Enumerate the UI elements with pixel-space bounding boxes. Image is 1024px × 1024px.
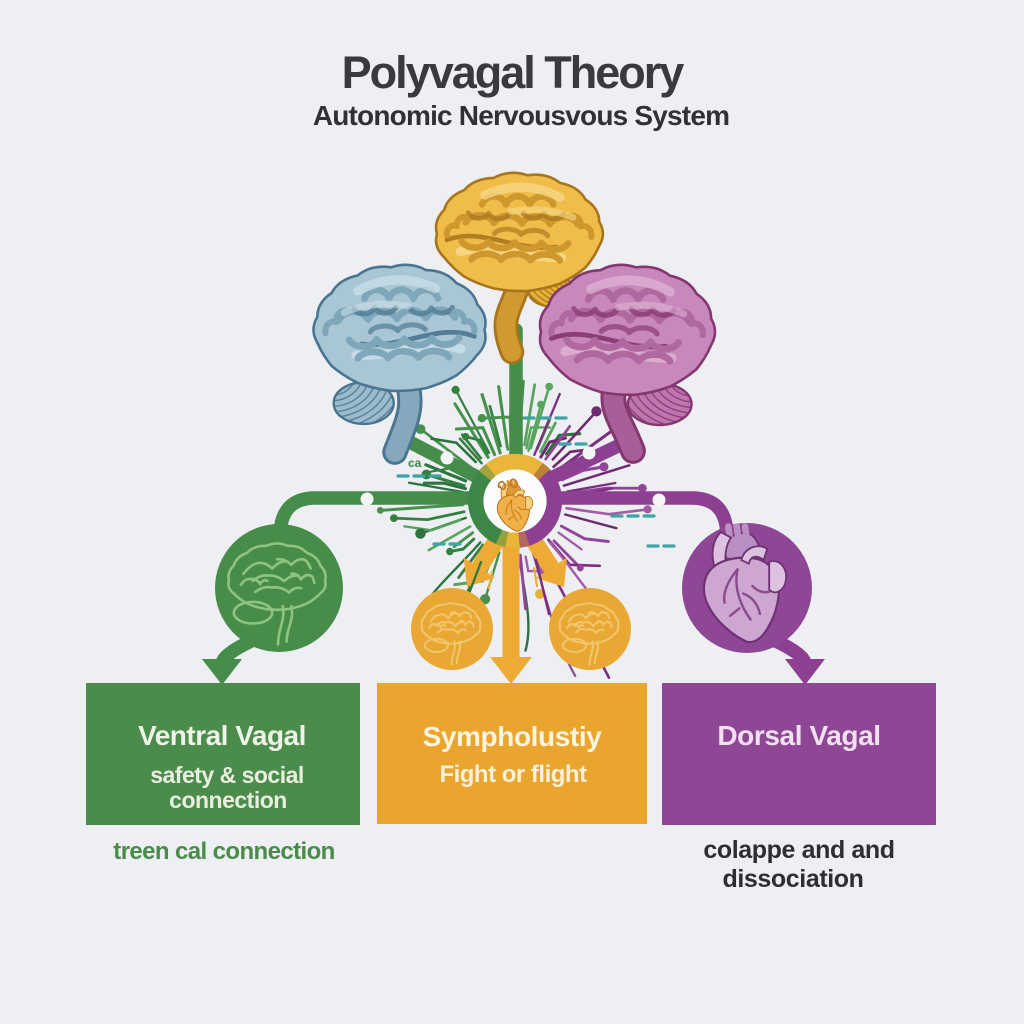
svg-text:ca: ca — [408, 456, 422, 470]
svg-text:colappe and and: colappe and and — [703, 836, 894, 864]
svg-text:safety & social: safety & social — [150, 762, 304, 788]
svg-text:connection: connection — [169, 787, 287, 813]
svg-text:Dorsal Vagal: Dorsal Vagal — [717, 720, 880, 751]
svg-text:Sympholustiy: Sympholustiy — [423, 721, 603, 752]
svg-text:Fight or flight: Fight or flight — [439, 761, 587, 788]
svg-text:Polyvagal Theory: Polyvagal Theory — [342, 47, 685, 98]
svg-text:Ventral Vagal: Ventral Vagal — [138, 720, 306, 751]
svg-text:dissociation: dissociation — [722, 865, 863, 893]
svg-text:treen cal connection: treen cal connection — [113, 838, 334, 865]
svg-text:Autonomic Nervousvous System: Autonomic Nervousvous System — [313, 100, 729, 131]
